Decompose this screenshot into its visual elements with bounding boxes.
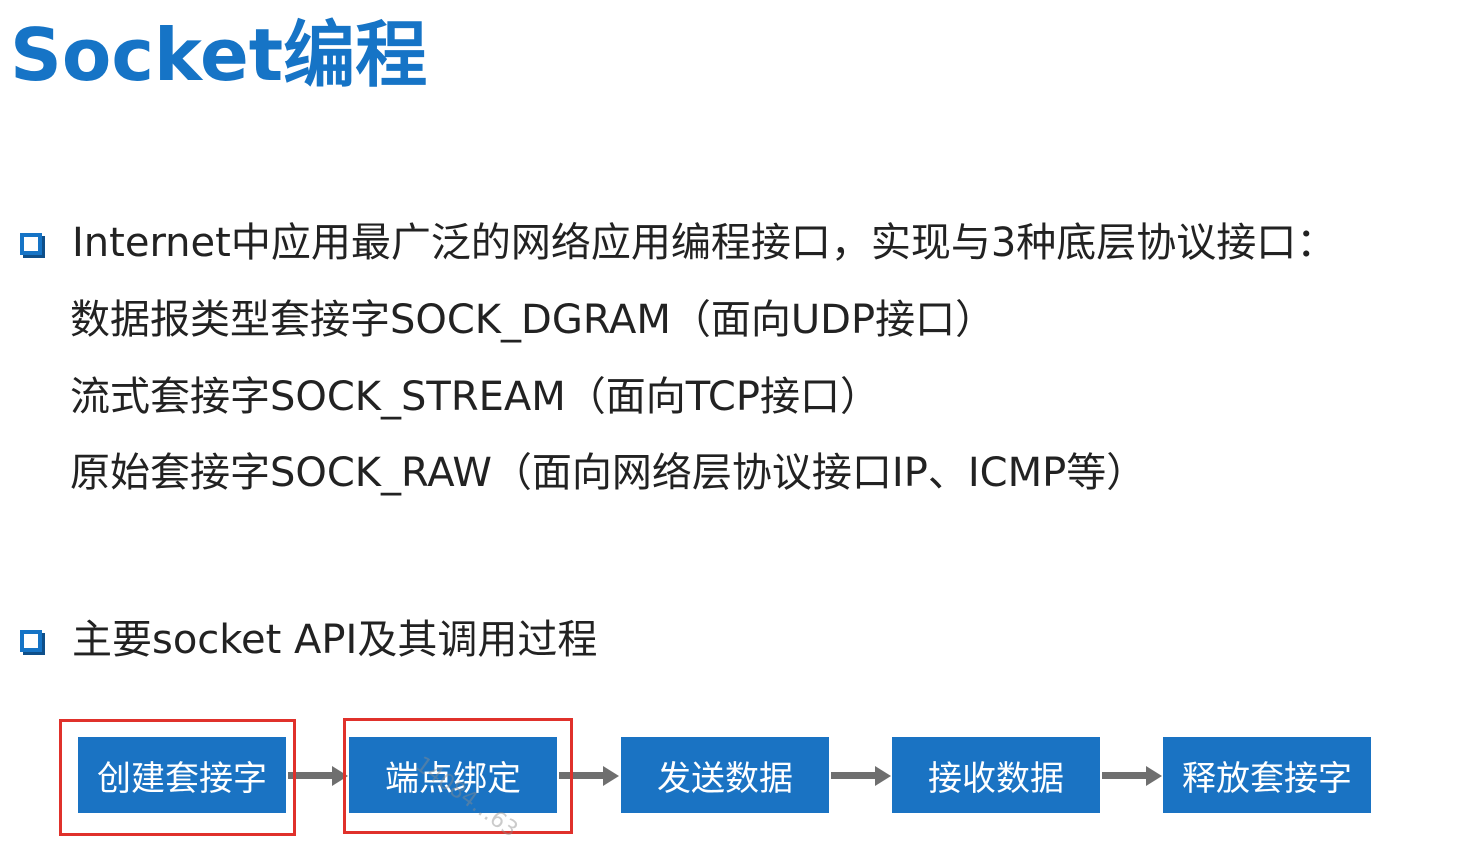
flow-step-release-socket: 释放套接字 — [1163, 737, 1371, 813]
flow-arrow-icon — [1102, 766, 1162, 786]
flow-step-send-data: 发送数据 — [621, 737, 829, 813]
bullet-2-text: 主要socket API及其调用过程 — [72, 617, 598, 663]
bullet-1-text: Internet中应用最广泛的网络应用编程接口，实现与3种底层协议接口： — [72, 220, 1337, 266]
square-bullet-icon — [20, 233, 42, 255]
sub-item-raw: 原始套接字SOCK_RAW（面向网络层协议接口IP、ICMP等） — [70, 450, 1147, 496]
sub-item-stream: 流式套接字SOCK_STREAM（面向TCP接口） — [70, 374, 880, 420]
flow-arrow-icon — [831, 766, 891, 786]
flow-step-receive-data: 接收数据 — [892, 737, 1100, 813]
square-bullet-icon — [20, 630, 42, 652]
flow-arrow-icon — [559, 766, 619, 786]
flow-step-bind: 端点绑定 — [349, 737, 557, 813]
highlight-frame-create — [59, 719, 296, 836]
slide-title: Socket编程 — [10, 13, 428, 97]
sub-item-dgram: 数据报类型套接字SOCK_DGRAM（面向UDP接口） — [70, 297, 996, 343]
flow-step-create-socket: 创建套接字 — [78, 737, 286, 813]
flow-arrow-icon — [288, 766, 348, 786]
highlight-frame-bind — [343, 718, 573, 834]
